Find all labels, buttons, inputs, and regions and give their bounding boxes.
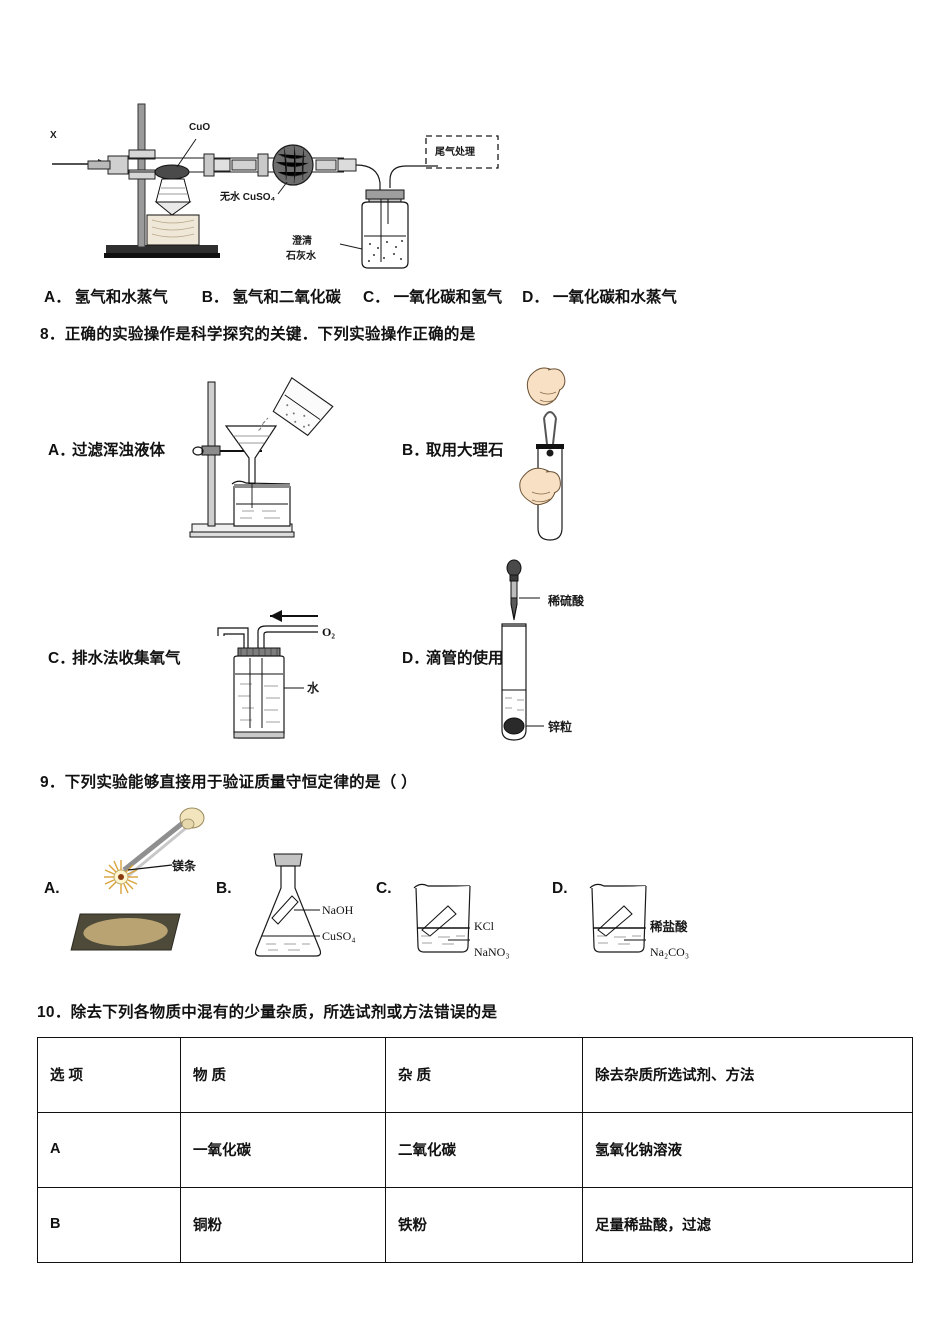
q9-option-c-figure xyxy=(408,880,478,960)
q8-option-c-text[interactable]: 排水法收集氧气 xyxy=(72,650,181,667)
limewater-bottle xyxy=(339,189,409,269)
q8-option-b-key: B． xyxy=(402,442,429,459)
q9-option-a-solid-label: 镁条 xyxy=(172,859,197,873)
q9-option-c-lower-label: NaNO₃ xyxy=(474,945,510,959)
figure-inlet-label: X xyxy=(50,130,57,141)
q9-option-b-lower-label: CuSO₄ xyxy=(322,929,356,943)
q8-stem: 8．正确的实验操作是科学探究的关键．下列实验操作正确的是 xyxy=(40,322,476,344)
q8-option-a-figure xyxy=(176,366,341,541)
table-row[interactable]: A 一氧化碳 二氧化碳 氢氧化钠溶液 xyxy=(37,1112,913,1188)
figure-limewater-line1: 澄清 xyxy=(292,236,312,247)
table-header-row: 选 项 物 质 杂 质 除去杂质所选试剂、方法 xyxy=(37,1037,913,1113)
q9-stem-text: 下列实验能够直接用于验证质量守恒定律的是（ ） xyxy=(64,774,417,791)
figure-cuso4-label: 无水 CuSO₄ xyxy=(220,192,276,203)
q9-option-b-key[interactable]: B. xyxy=(216,880,232,897)
table-header-impurity: 杂 质 xyxy=(385,1037,583,1113)
row-b-substance: 铜粉 xyxy=(180,1187,386,1263)
q8-option-d-dropper-label: 稀硫酸 xyxy=(548,594,585,608)
q10-stem-text: 除去下列各物质中混有的少量杂质，所选试剂或方法错误的是 xyxy=(70,1004,498,1021)
q9-number: 9． xyxy=(40,774,65,791)
q8-option-b-figure xyxy=(500,362,610,542)
exhaust-treatment-box xyxy=(425,135,499,169)
row-a-option: A xyxy=(37,1112,181,1188)
q9-stem: 9．下列实验能够直接用于验证质量守恒定律的是（ ） xyxy=(40,770,417,792)
q8-stem-text: 正确的实验操作是科学探究的关键．下列实验操作正确的是 xyxy=(64,326,476,343)
q9-option-c-upper-label: KCl xyxy=(474,919,495,933)
q8-option-b-text[interactable]: 取用大理石 xyxy=(426,442,504,459)
row-b-method: 足量稀盐酸，过滤 xyxy=(582,1187,913,1263)
q7-option-d-text[interactable]: 一氧化碳和水蒸气 xyxy=(552,289,677,306)
q8-number: 8． xyxy=(40,326,65,343)
row-a-substance: 一氧化碳 xyxy=(180,1112,386,1188)
q10-number: 10． xyxy=(37,1004,71,1021)
q8-option-c-gas-label: O₂ xyxy=(322,625,335,639)
q9-option-d-lower-label: Na₂CO₃ xyxy=(650,945,690,959)
q8-option-d-figure xyxy=(492,558,612,748)
q7-option-b-key: B． xyxy=(201,289,229,306)
row-a-impurity: 二氧化碳 xyxy=(385,1112,583,1188)
q7-option-b-text[interactable]: 氢气和二氧化碳 xyxy=(232,289,341,306)
q9-option-a-key[interactable]: A. xyxy=(44,880,60,897)
q8-option-c-liquid-label: 水 xyxy=(307,681,320,695)
q7-options-row: A． 氢气和水蒸气 B． 氢气和二氧化碳 C． 一氧化碳和氢气 D． 一氧化碳和… xyxy=(44,285,677,307)
figure-exhaust-label: 尾气处理 xyxy=(435,147,475,158)
q8-option-c-figure xyxy=(200,600,340,750)
figure-cuo-label: CuO xyxy=(189,122,211,133)
figure-limewater-line2: 石灰水 xyxy=(286,251,316,262)
q8-option-d-solid-label: 锌粒 xyxy=(548,720,573,734)
q8-option-d-key: D． xyxy=(402,650,429,667)
row-a-method: 氢氧化钠溶液 xyxy=(582,1112,913,1188)
q8-option-a-text[interactable]: 过滤浑浊液体 xyxy=(72,442,166,459)
q7-apparatus-figure: X CuO 无水 CuSO₄ 澄清 石灰水 尾气处理 xyxy=(44,84,504,274)
cuso4-ball xyxy=(272,144,314,195)
table-row[interactable]: B 铜粉 铁粉 足量稀盐酸，过滤 xyxy=(37,1187,913,1263)
table-header-substance: 物 质 xyxy=(180,1037,386,1113)
q9-option-d-key[interactable]: D. xyxy=(552,880,568,897)
q8-option-c-key: C． xyxy=(48,650,75,667)
q9-option-c-key[interactable]: C. xyxy=(376,880,392,897)
q9-option-b-upper-label: NaOH xyxy=(322,903,354,917)
row-b-option: B xyxy=(37,1187,181,1263)
q7-option-d-key: D． xyxy=(522,289,549,306)
q10-stem: 10．除去下列各物质中混有的少量杂质，所选试剂或方法错误的是 xyxy=(37,1000,497,1022)
q8-option-d-text[interactable]: 滴管的使用 xyxy=(426,650,504,667)
q7-option-a-key: A． xyxy=(44,289,71,306)
q9-option-d-upper-label: 稀盐酸 xyxy=(650,920,688,934)
cuo-zone xyxy=(146,138,200,246)
q7-option-c-key: C． xyxy=(362,289,390,306)
q10-table: 选 项 物 质 杂 质 除去杂质所选试剂、方法 A 一氧化碳 二氧化碳 氢氧化钠… xyxy=(37,1037,913,1263)
q8-option-a-key: A． xyxy=(48,442,75,459)
q9-option-a-figure xyxy=(66,802,226,962)
table-header-method: 除去杂质所选试剂、方法 xyxy=(582,1037,913,1113)
q7-option-c-text[interactable]: 一氧化碳和氢气 xyxy=(393,289,503,306)
q7-option-a-text[interactable]: 氢气和水蒸气 xyxy=(74,289,168,306)
row-b-impurity: 铁粉 xyxy=(385,1187,583,1263)
q9-option-d-figure xyxy=(584,880,654,960)
table-header-option: 选 项 xyxy=(37,1037,181,1113)
q9-option-b-figure xyxy=(248,852,328,962)
